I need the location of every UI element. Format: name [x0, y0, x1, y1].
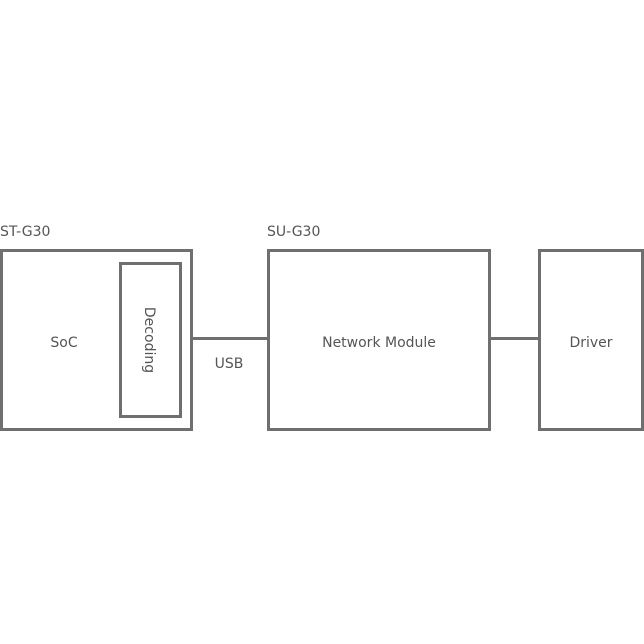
soc-label: SoC: [50, 335, 77, 351]
decoding-label: Decoding: [141, 307, 157, 373]
driver-box: [538, 249, 644, 431]
label-su-g30: SU-G30: [267, 224, 320, 240]
st-g30-box: [0, 249, 193, 431]
driver-label: Driver: [569, 335, 612, 351]
decoding-box: [119, 262, 182, 418]
label-st-g30: ST-G30: [0, 224, 50, 240]
network-module-label: Network Module: [322, 335, 436, 351]
network-module-box: [267, 249, 491, 431]
usb-label: USB: [215, 356, 244, 372]
